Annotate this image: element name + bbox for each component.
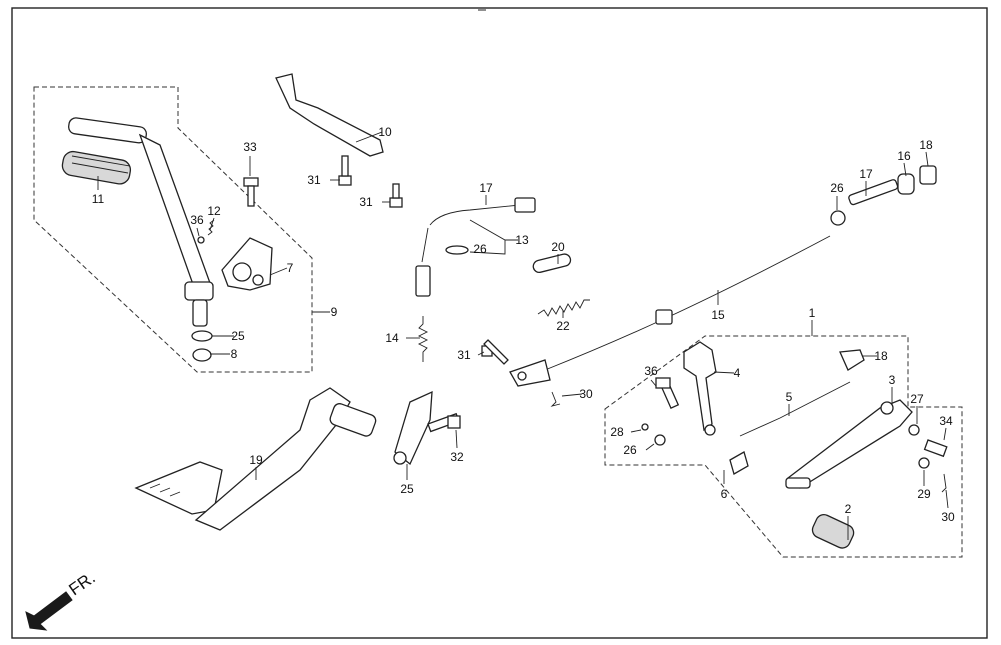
callout-c28: 28 [610, 425, 624, 439]
spring-22 [537, 299, 590, 317]
callout-c29: 29 [917, 487, 931, 501]
callout-c4: 4 [734, 366, 741, 380]
callout-c27: 27 [910, 392, 924, 406]
callout-c31a: 31 [307, 173, 321, 187]
callout-c30a: 30 [579, 387, 593, 401]
spring-17 [848, 179, 899, 206]
callout-c5: 5 [786, 390, 793, 404]
callout-c33: 33 [243, 140, 257, 154]
leader-lines [97, 131, 949, 540]
callout-c26b: 26 [830, 181, 844, 195]
diagram-border [11, 7, 988, 639]
callout-c18b: 18 [874, 349, 888, 363]
callout-c10: 10 [378, 125, 392, 139]
callout-c13: 13 [515, 233, 529, 247]
callout-labels: 1234567891011121314151617171818192022252… [92, 125, 955, 524]
joint-16 [897, 173, 915, 195]
callout-c17b: 17 [859, 167, 873, 181]
callout-c12: 12 [207, 204, 221, 218]
callout-c25a: 25 [231, 329, 245, 343]
arrow-icon [25, 591, 73, 631]
callout-c6: 6 [721, 487, 728, 501]
front-direction-arrow: FR. [25, 568, 99, 631]
change-pedal-group [641, 341, 948, 549]
callout-c7: 7 [287, 261, 294, 275]
callout-c31b: 31 [359, 195, 373, 209]
arm-25 [393, 390, 461, 466]
callout-c19: 19 [249, 453, 263, 467]
pin-20 [532, 253, 572, 274]
bolt-33 [243, 177, 259, 207]
cotter-pin-30 [550, 391, 561, 407]
bracket-10 [275, 73, 384, 157]
callout-c1: 1 [809, 306, 816, 320]
callout-c14: 14 [385, 331, 399, 345]
callout-c22: 22 [556, 319, 570, 333]
group-9-outline [33, 86, 313, 373]
brake-rod-15 [509, 235, 831, 387]
callout-c17a: 17 [479, 181, 493, 195]
callout-c32: 32 [450, 450, 464, 464]
direction-label: FR. [65, 568, 98, 599]
nut-18 [919, 165, 937, 185]
callout-c3: 3 [889, 373, 896, 387]
stop-switch [415, 197, 536, 362]
callout-c20: 20 [551, 240, 565, 254]
callout-c36b: 36 [644, 364, 658, 378]
callout-c31c: 31 [457, 348, 471, 362]
callout-c2: 2 [845, 502, 852, 516]
shift-lever-group [61, 117, 273, 362]
callout-c18a: 18 [919, 138, 933, 152]
callout-c36a: 36 [190, 213, 204, 227]
callout-c26a: 26 [473, 242, 487, 256]
callout-c34: 34 [939, 414, 953, 428]
callout-c8: 8 [231, 347, 238, 361]
callout-c25b: 25 [400, 482, 414, 496]
bolt-31 [338, 155, 509, 365]
callout-c15: 15 [711, 308, 725, 322]
group-1-outline [604, 335, 963, 558]
callout-c26c: 26 [623, 443, 637, 457]
callout-c9: 9 [331, 305, 338, 319]
brake-pedal-19 [134, 387, 377, 531]
callout-c30b: 30 [941, 510, 955, 524]
callout-c11: 11 [92, 192, 105, 206]
callout-c16: 16 [897, 149, 911, 163]
washer-26 [830, 210, 846, 226]
